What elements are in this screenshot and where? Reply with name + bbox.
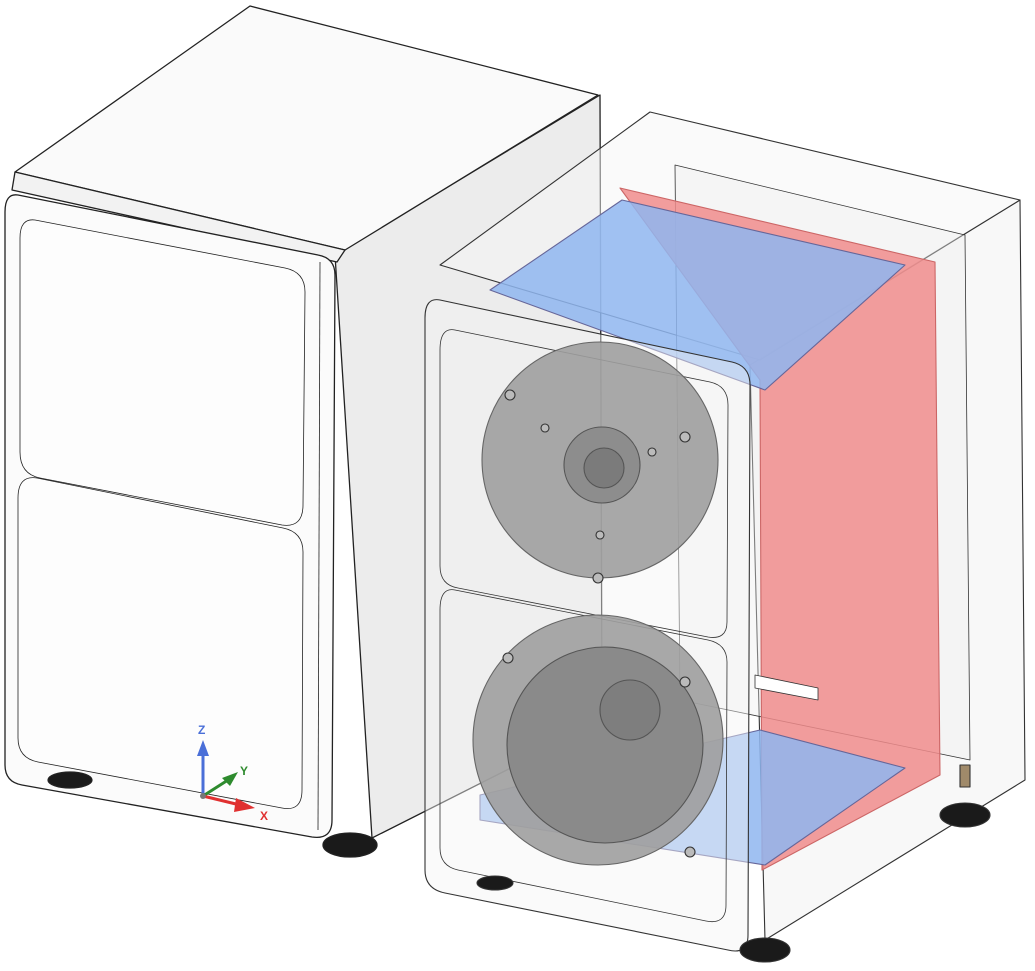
screw-icon (647, 447, 657, 457)
z-axis-label: Z (198, 723, 205, 737)
screw-icon (592, 572, 604, 584)
left-grille-upper (19, 219, 306, 526)
axis-triad: Z Y X (197, 723, 268, 823)
right-speaker (424, 111, 1026, 963)
threaded-stud (959, 764, 971, 788)
screw-icon (679, 676, 691, 688)
left-foot-front-right (322, 832, 378, 858)
brace (754, 674, 819, 701)
x-axis-label: X (260, 809, 268, 823)
screw-icon (595, 530, 605, 540)
tweeter-driver (481, 341, 719, 584)
left-grille-lower (17, 477, 304, 809)
screw-icon (540, 423, 550, 433)
y-arrow-icon (222, 772, 238, 786)
screw-icon (679, 431, 691, 443)
right-foot-front-left (476, 875, 514, 891)
screw-icon (684, 846, 696, 858)
y-axis-label: Y (240, 764, 248, 778)
x-arrow-icon (234, 798, 255, 812)
woofer-driver (472, 614, 724, 866)
right-foot-front-right (739, 937, 791, 963)
screw-icon (504, 389, 516, 401)
blue-panel-top (489, 199, 906, 391)
right-foot-rear (939, 802, 991, 828)
z-arrow-icon (197, 740, 209, 756)
screw-icon (502, 652, 514, 664)
left-foot-front-left (47, 771, 93, 789)
